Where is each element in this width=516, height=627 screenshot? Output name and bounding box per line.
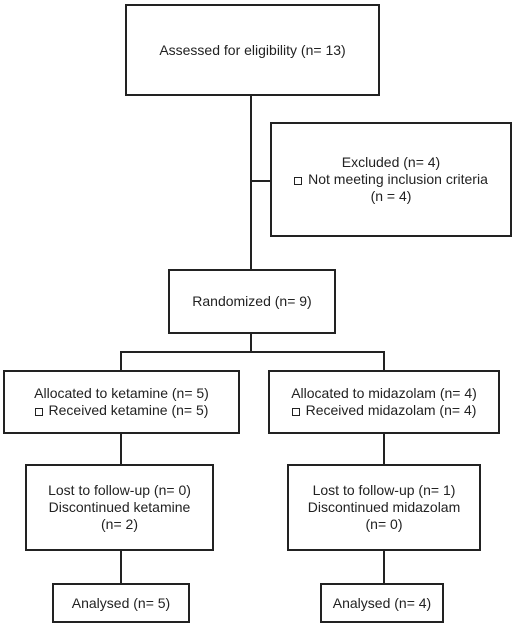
connector-left-lost-analysed [120, 550, 122, 584]
connector-horizontal-split [121, 351, 384, 353]
ketamine-discontinued-label: Discontinued ketamine [48, 499, 191, 515]
connector-to-excluded [251, 180, 271, 182]
connector-left-allocated-lost [120, 433, 122, 465]
excluded-reason-count: (n = 4) [370, 188, 412, 204]
square-bullet-icon [34, 408, 43, 416]
excluded-reason-line: Not meeting inclusion criteria [294, 171, 488, 188]
connector-assessed-randomized [250, 95, 252, 270]
midazolam-allocated-label: Allocated to midazolam (n= 4) [291, 385, 477, 401]
square-bullet-icon [294, 177, 303, 185]
midazolam-followup-box: Lost to follow-up (n= 1) Discontinued mi… [287, 464, 481, 551]
ketamine-analysed-box: Analysed (n= 5) [52, 583, 190, 623]
ketamine-lost-label: Lost to follow-up (n= 0) [48, 482, 191, 498]
midazolam-analysed-label: Analysed (n= 4) [332, 594, 432, 611]
excluded-box: Excluded (n= 4) Not meeting inclusion cr… [270, 122, 512, 237]
ketamine-analysed-label: Analysed (n= 5) [71, 594, 171, 611]
connector-randomized-split [250, 333, 252, 353]
excluded-title: Excluded (n= 4) [341, 154, 441, 170]
assessed-box: Assessed for eligibility (n= 13) [125, 4, 380, 96]
ketamine-followup-box: Lost to follow-up (n= 0) Discontinued ke… [25, 464, 214, 551]
ketamine-received-line: Received ketamine (n= 5) [34, 402, 209, 419]
connector-left-down [120, 351, 122, 371]
ketamine-allocated-box: Allocated to ketamine (n= 5) Received ke… [3, 370, 240, 434]
ketamine-allocated-label: Allocated to ketamine (n= 5) [34, 385, 209, 401]
midazolam-discontinued-label: Discontinued midazolam [307, 499, 461, 515]
midazolam-discontinued-count: (n= 0) [365, 516, 403, 532]
square-bullet-icon [291, 408, 300, 416]
randomized-box: Randomized (n= 9) [168, 269, 336, 334]
ketamine-received-label: Received ketamine (n= 5) [48, 402, 209, 418]
midazolam-received-label: Received midazolam (n= 4) [305, 402, 477, 418]
connector-right-lost-analysed [383, 550, 385, 584]
excluded-reason: Not meeting inclusion criteria [308, 171, 488, 187]
connector-right-down [383, 351, 385, 371]
connector-right-allocated-lost [383, 433, 385, 465]
midazolam-allocated-box: Allocated to midazolam (n= 4) Received m… [268, 370, 500, 434]
assessed-label: Assessed for eligibility (n= 13) [159, 41, 346, 58]
ketamine-discontinued-count: (n= 2) [101, 516, 138, 532]
midazolam-received-line: Received midazolam (n= 4) [291, 402, 477, 419]
randomized-label: Randomized (n= 9) [192, 293, 312, 309]
midazolam-analysed-box: Analysed (n= 4) [320, 583, 444, 623]
midazolam-lost-label: Lost to follow-up (n= 1) [312, 482, 456, 498]
